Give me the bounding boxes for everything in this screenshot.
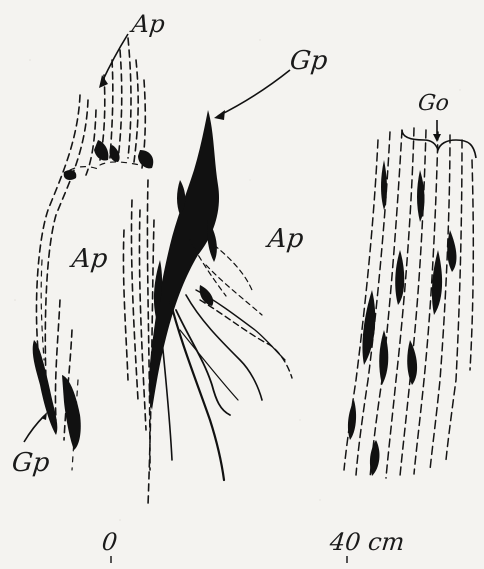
scale-ticks — [111, 556, 347, 563]
paper-texture — [14, 39, 460, 521]
scale-label-end: 40 cm — [329, 530, 406, 554]
gp-bottom-arrow — [24, 416, 44, 442]
label-gp-bottom-left: Gp — [11, 450, 51, 476]
left-gley-patches — [33, 140, 154, 450]
label-gp-top-right: Gp — [289, 48, 329, 74]
label-ap-center: Ap — [267, 226, 305, 252]
label-ap-top: Ap — [131, 12, 166, 36]
scale-label-start: 0 — [101, 530, 119, 554]
gp-top-arrow — [218, 70, 290, 116]
label-ap-left: Ap — [71, 246, 109, 272]
leader-arrows — [24, 34, 437, 442]
right-profile-column — [344, 128, 473, 478]
label-go: Go — [417, 93, 450, 115]
ap-top-arrow — [102, 34, 128, 82]
